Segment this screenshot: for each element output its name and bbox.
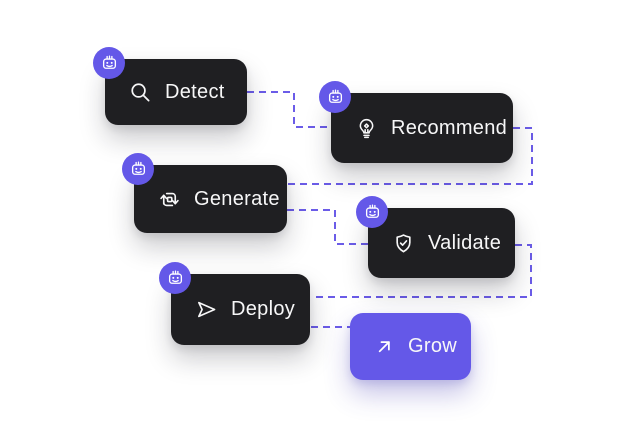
search-icon [129,81,152,104]
step-label: Deploy [231,298,296,320]
step-label: Validate [428,231,502,254]
robot-icon [131,161,145,175]
step-label: Generate [194,187,280,210]
repeat-cycle-icon [158,188,181,211]
step-card-generate: Generate [122,153,287,233]
robot-icon [328,89,342,103]
robot-icon [102,55,116,69]
step-label: Detect [165,80,225,103]
bot-badge [319,81,351,113]
lightbulb-icon [355,117,378,140]
bot-badge [356,196,388,228]
shield-check-icon [392,232,415,255]
step-card-grow: Grow [350,313,471,380]
step-label: Recommend [391,116,508,139]
bot-badge [159,262,191,294]
arrow-up-right-icon [374,336,395,357]
bot-badge [122,153,154,185]
step-card-deploy: Deploy [159,262,310,345]
robot-icon [168,270,182,284]
step-card-detect: Detect [93,47,247,125]
send-icon [195,298,218,321]
robot-icon [365,204,379,218]
step-card-recommend: Recommend [319,81,513,163]
step-label: Grow [408,335,457,357]
step-card-validate: Validate [356,196,515,278]
bot-badge [93,47,125,79]
